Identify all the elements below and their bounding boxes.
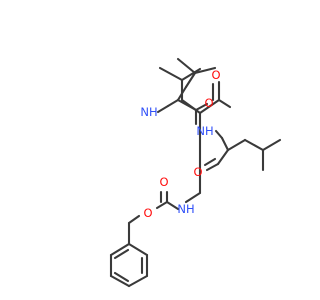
atom-label-layer: O O NH O NH O NH O (140, 68, 220, 220)
bond (176, 98, 198, 112)
bond (155, 200, 169, 210)
bond (109, 274, 131, 288)
bond (113, 271, 130, 283)
bond (226, 138, 247, 152)
bond (184, 71, 197, 89)
bond (205, 162, 220, 172)
bond (203, 157, 217, 167)
oxygen-label: O (211, 68, 220, 82)
bond (243, 138, 265, 152)
bond (176, 57, 197, 75)
bond (214, 129, 224, 140)
nitrogen-label: NH (177, 202, 194, 216)
oxygen-label: O (193, 165, 202, 179)
bond (127, 214, 141, 225)
nitrogen-label: NH (196, 124, 213, 138)
bond-layer (109, 57, 282, 288)
bond (176, 85, 188, 102)
bond (220, 136, 230, 152)
oxygen-label: O (159, 175, 168, 189)
bond (216, 148, 230, 166)
oxygen-label: O (143, 206, 152, 220)
bond (194, 102, 209, 112)
molecule-structure: O O NH O NH O NH O (109, 57, 282, 288)
bond (127, 242, 149, 257)
bond (165, 200, 180, 211)
nitrogen-label: NH (140, 105, 157, 119)
bond (217, 98, 232, 109)
bond (180, 67, 202, 82)
bond (113, 248, 130, 260)
bond (193, 66, 217, 75)
bond (156, 104, 170, 114)
bond (109, 242, 131, 257)
bond (166, 98, 180, 108)
bond (198, 98, 221, 115)
bond (261, 138, 282, 152)
bond (184, 191, 202, 204)
bond (158, 66, 184, 82)
oxygen-label: O (204, 96, 213, 110)
bond (127, 274, 149, 288)
